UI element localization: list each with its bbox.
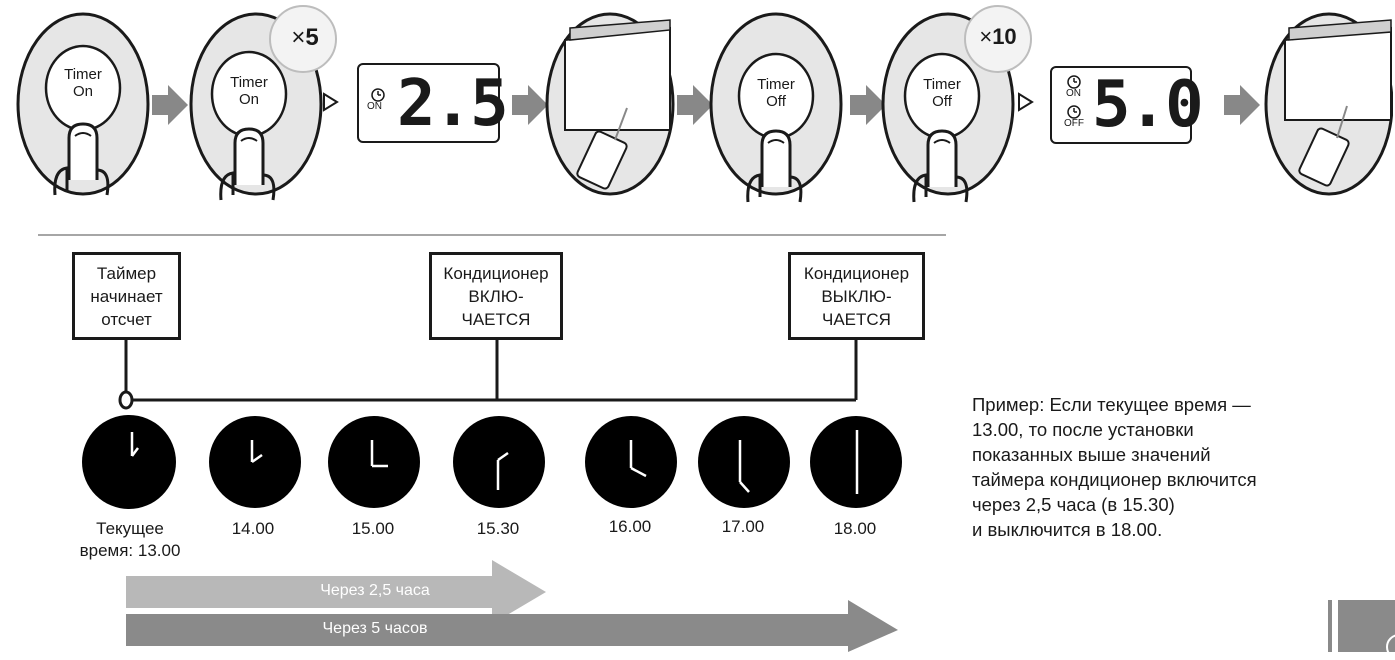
example-text: Пример: Если текущее время — 13.00, то п… bbox=[972, 394, 1257, 540]
step-arrow-icon bbox=[512, 85, 548, 125]
remote-timer-off-drawing bbox=[709, 12, 843, 204]
remote-timer-on-drawing bbox=[16, 12, 150, 197]
timer-off-button-label: Timer Off bbox=[757, 76, 795, 110]
remote-timer-off-x10: Timer Off ×10 bbox=[0, 0, 1395, 215]
display-value-2-5: 2.5 bbox=[397, 67, 509, 141]
clock-icon bbox=[453, 416, 545, 508]
remote-timer-on-x5: Timer On ×5 bbox=[0, 0, 1395, 215]
ac-unit-remote-illustration-2 bbox=[1264, 12, 1393, 196]
duration-arrow-short bbox=[126, 560, 546, 624]
clock-on-off-icon bbox=[1067, 75, 1081, 119]
timer-off-button-label-2: Timer Off bbox=[923, 76, 961, 110]
display-value-5-0: 5.0 bbox=[1092, 68, 1204, 142]
step-arrow-icon bbox=[677, 85, 713, 125]
multiplier-count: 10 bbox=[992, 24, 1017, 49]
duration-arrow-long bbox=[126, 600, 898, 652]
multiplier-symbol: × bbox=[979, 24, 993, 49]
remote-timer-off: Timer Off bbox=[0, 0, 1395, 215]
ac-off-box: Кондиционер ВЫКЛЮ- ЧАЕТСЯ bbox=[788, 252, 925, 340]
clock-label: 15.30 bbox=[476, 519, 520, 538]
clock-icon bbox=[82, 415, 176, 509]
clock-icon bbox=[209, 416, 301, 508]
step-arrow-icon bbox=[850, 85, 886, 125]
display-on-indicator-2: ON bbox=[1066, 88, 1081, 99]
duration-arrow-long-label: Через 5 часов bbox=[322, 620, 428, 637]
multiplier-x10: ×10 bbox=[968, 24, 1028, 50]
timeline-start-marker bbox=[118, 390, 134, 410]
timer-start-box: Таймер начинает отсчет bbox=[72, 252, 181, 340]
remote-timer-off-x10-drawing bbox=[881, 5, 1032, 204]
next-triangle-icon bbox=[1018, 92, 1034, 112]
clock-icon bbox=[585, 416, 677, 508]
next-triangle-icon bbox=[323, 92, 339, 112]
divider-line bbox=[38, 234, 946, 236]
clock-label-current: Текущее время: 13.00 bbox=[79, 519, 181, 560]
step-arrow-icon bbox=[152, 85, 188, 125]
clock-label: 18.00 bbox=[833, 519, 877, 538]
clock-label: 17.00 bbox=[721, 517, 765, 536]
display-on-2-5: ON 2.5 bbox=[357, 63, 509, 143]
duration-arrow-short-label: Через 2,5 часа bbox=[320, 582, 430, 599]
multiplier-count: 5 bbox=[305, 24, 319, 51]
timer-on-button-label-2: Timer On bbox=[230, 74, 268, 108]
clock-label: 15.00 bbox=[351, 519, 395, 538]
display-on-indicator: ON bbox=[367, 101, 382, 112]
timer-on-button-label: Timer On bbox=[64, 66, 102, 100]
page-tab-marker bbox=[1328, 600, 1395, 660]
clock-icon bbox=[810, 416, 902, 508]
clock-icon bbox=[328, 416, 420, 508]
display-off-indicator: OFF bbox=[1064, 118, 1084, 129]
ac-on-box: Кондиционер ВКЛЮ- ЧАЕТСЯ bbox=[429, 252, 563, 340]
remote-timer-on: Timer On bbox=[0, 0, 1395, 215]
display-off-5-0: ON OFF 5.0 bbox=[1050, 66, 1204, 144]
clock-on-icon bbox=[371, 88, 385, 102]
clock-icon bbox=[698, 416, 790, 508]
multiplier-x5: ×5 bbox=[275, 24, 335, 52]
clock-label: 16.00 bbox=[608, 517, 652, 536]
clock-label: 14.00 bbox=[231, 519, 275, 538]
step-arrow-icon bbox=[1224, 85, 1260, 125]
ac-unit-remote-illustration bbox=[545, 12, 675, 196]
remote-timer-on-x5-drawing bbox=[189, 5, 337, 202]
multiplier-symbol: × bbox=[291, 24, 306, 51]
